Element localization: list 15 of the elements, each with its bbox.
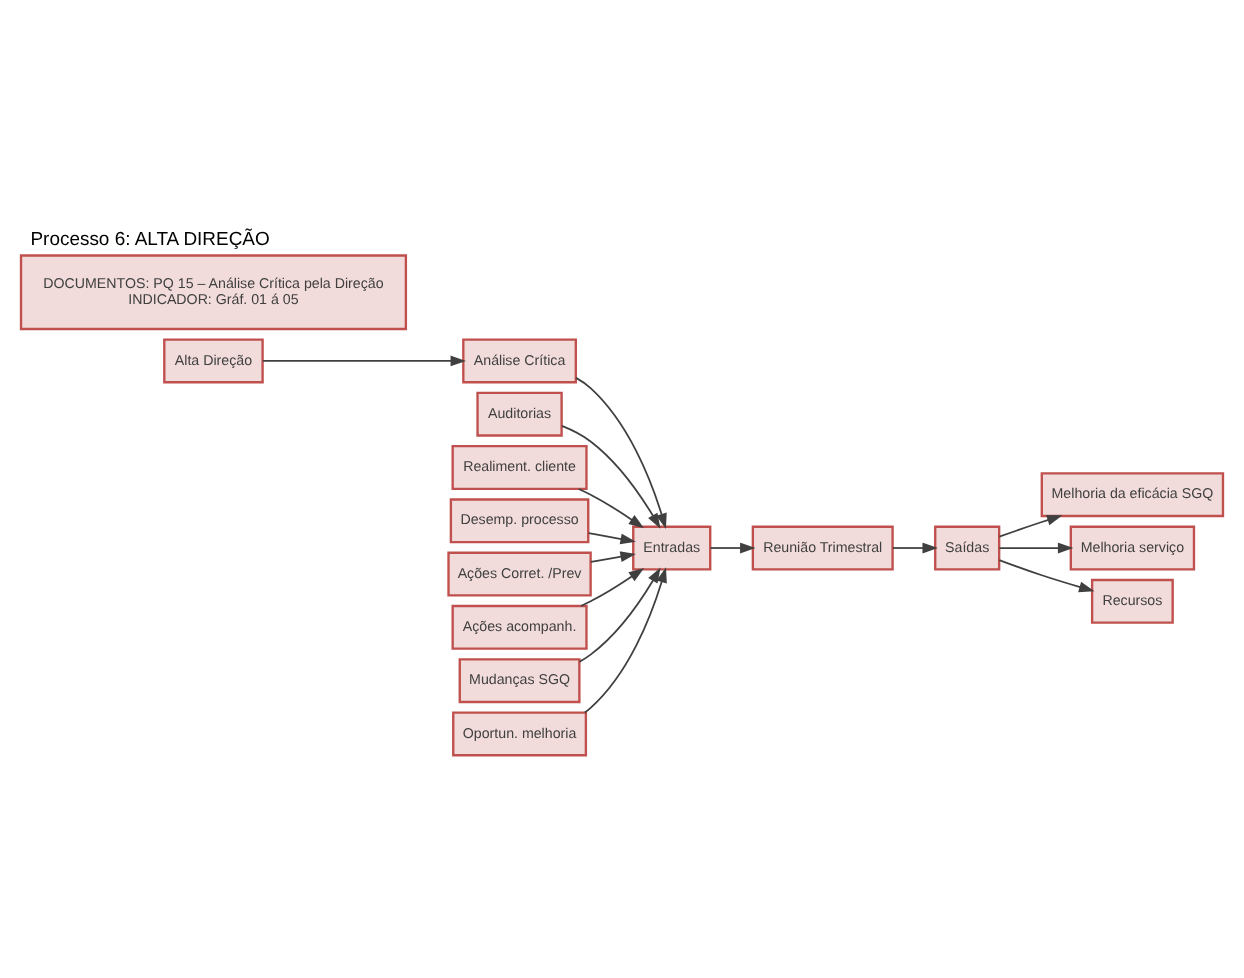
arrow [587, 531, 636, 544]
arrow [561, 424, 661, 528]
arrow [577, 487, 645, 528]
arrow [589, 550, 636, 562]
arrow [998, 558, 1095, 592]
arrow [261, 354, 466, 366]
arrow [580, 566, 645, 606]
arrow [583, 566, 667, 713]
diagram-title: Processo 6: ALTA DIREÇÃO [30, 227, 270, 250]
arrow [998, 513, 1063, 537]
arrow [575, 376, 667, 528]
arrow [709, 541, 756, 553]
arrow [998, 541, 1074, 553]
arrow [578, 566, 661, 662]
arrow [892, 541, 938, 553]
